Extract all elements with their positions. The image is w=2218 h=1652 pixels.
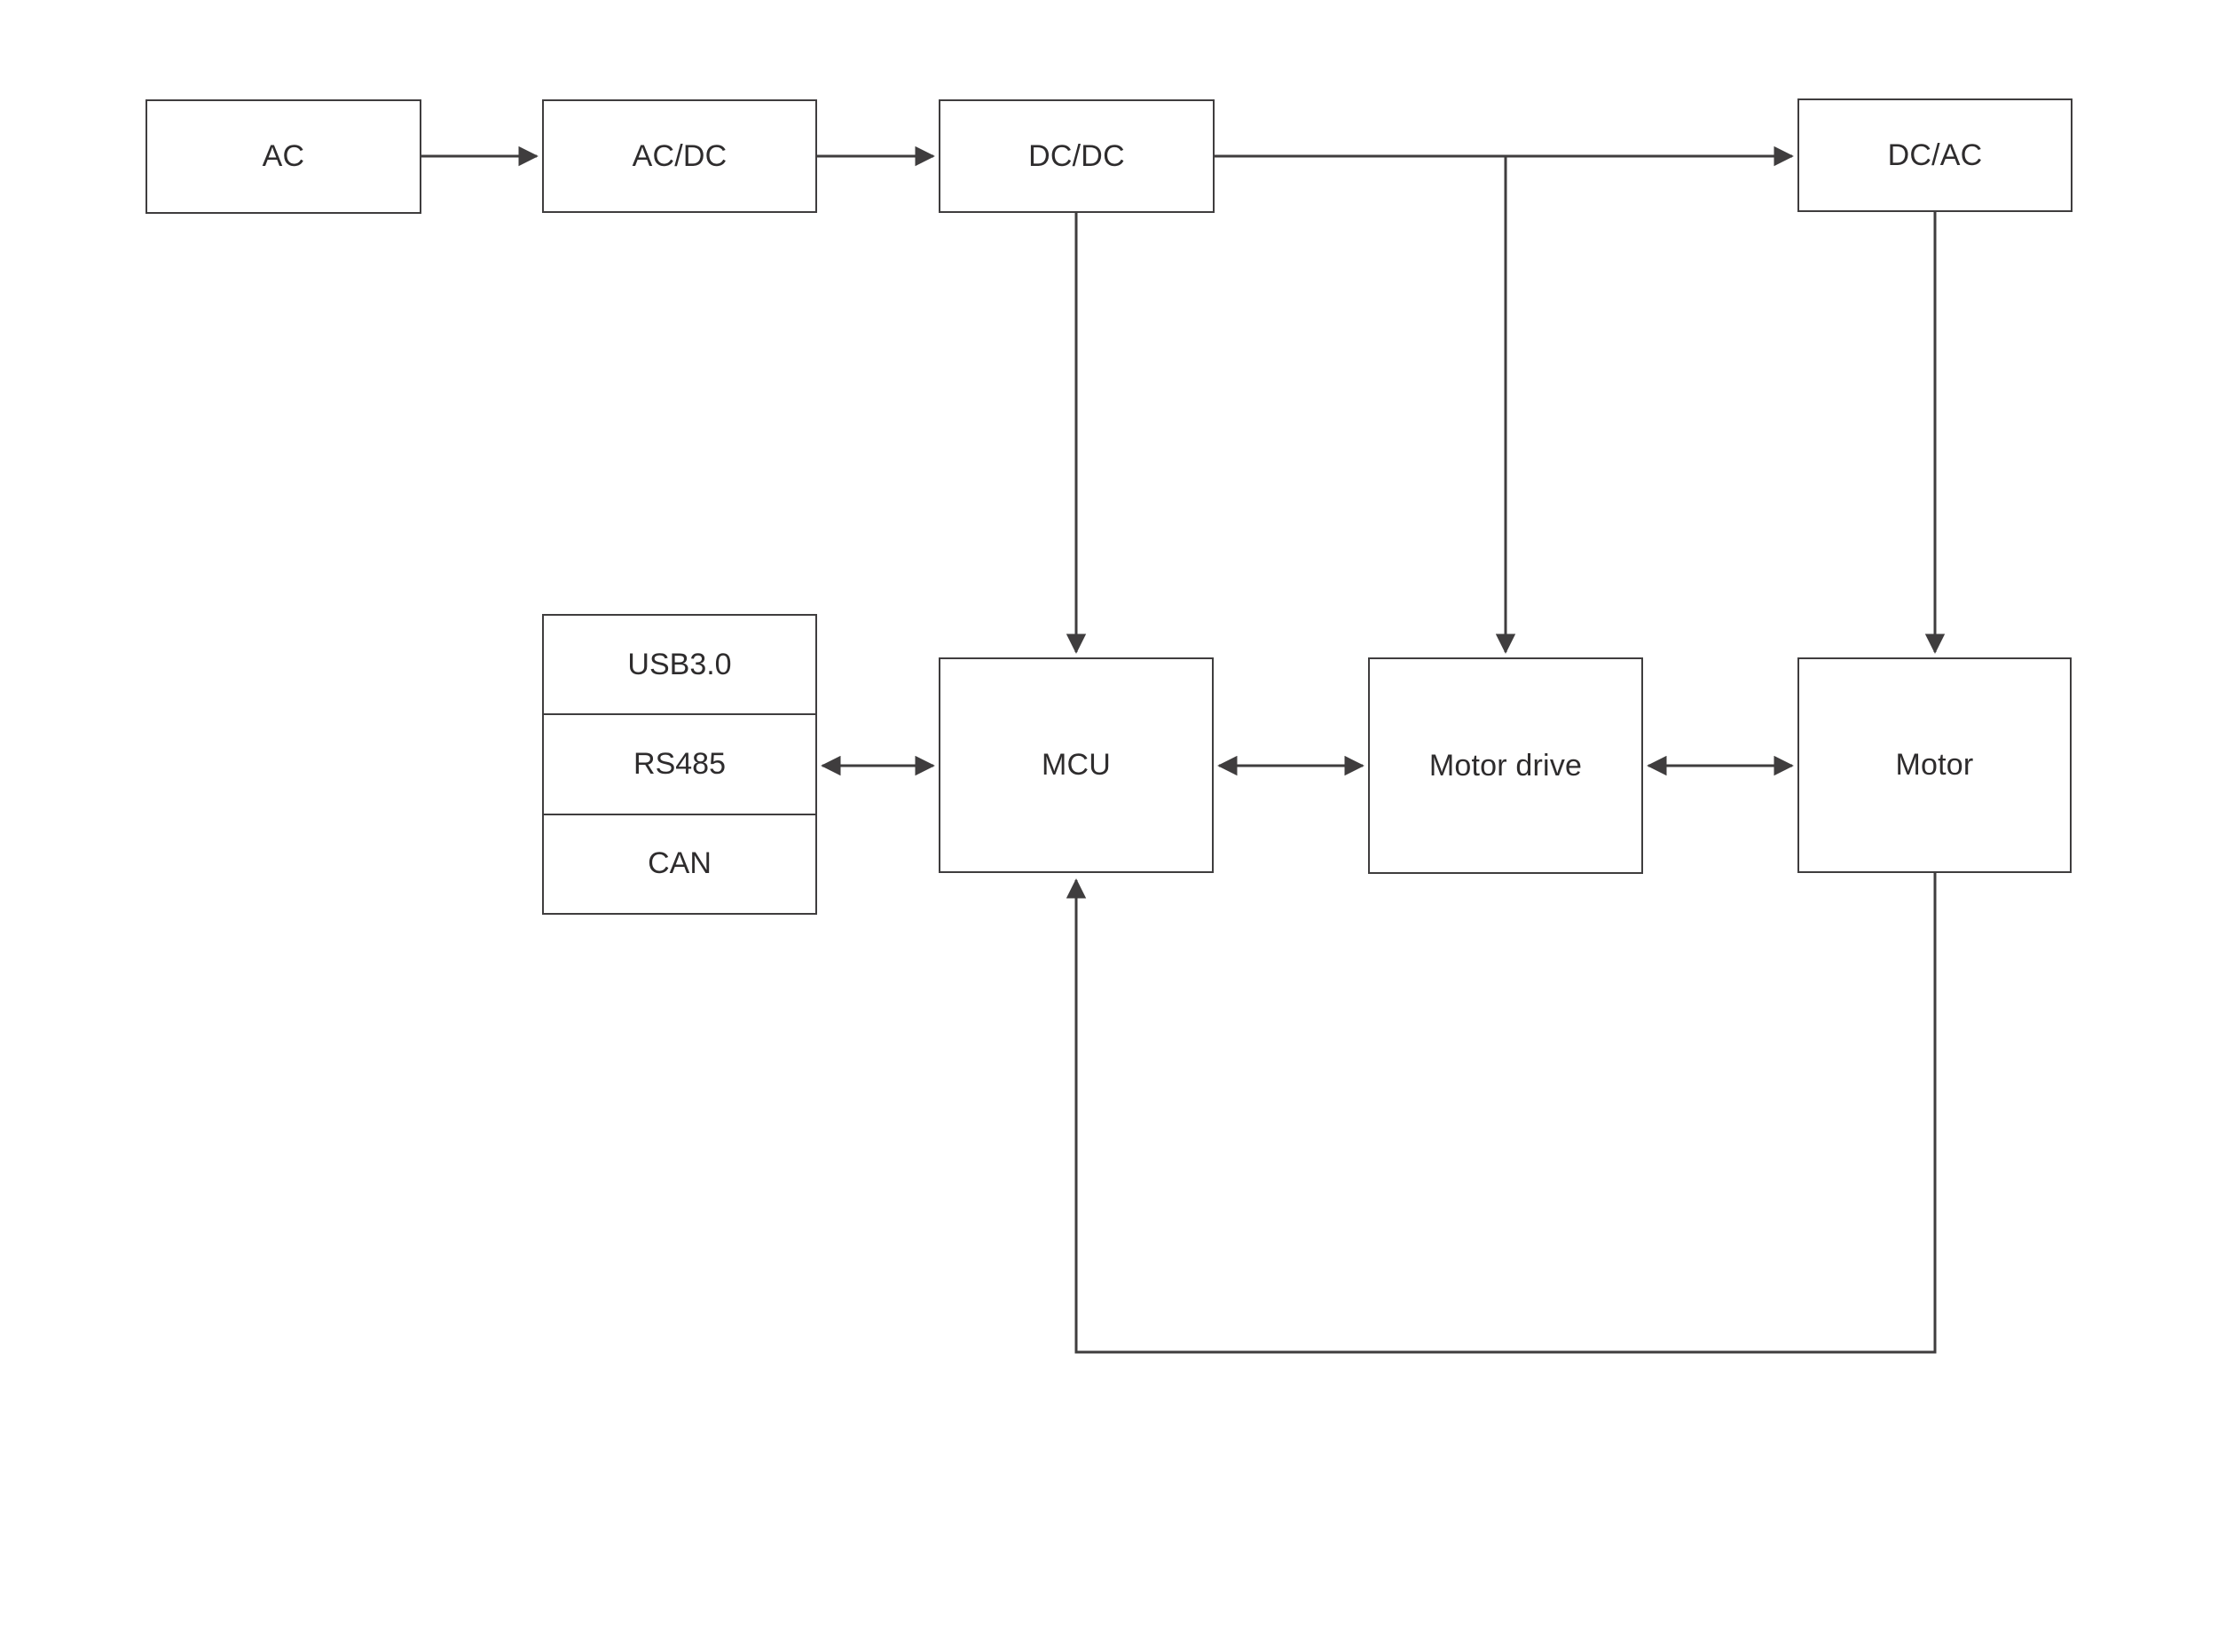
- interface-cell-rs485[interactable]: RS485: [544, 715, 815, 815]
- block-mcu[interactable]: MCU: [939, 657, 1214, 873]
- connector-motor-feedback-to-mcu: [1066, 873, 1937, 1354]
- interface-cell-usb3[interactable]: USB3.0: [544, 616, 815, 716]
- block-dcdc-label: DC/DC: [1028, 138, 1125, 173]
- block-dcac-label: DC/AC: [1887, 138, 1983, 172]
- block-dcdc[interactable]: DC/DC: [939, 99, 1215, 213]
- block-motor[interactable]: Motor: [1797, 657, 2072, 873]
- block-motor-drive[interactable]: Motor drive: [1368, 657, 1643, 874]
- block-motor-label: Motor: [1895, 748, 1974, 782]
- block-ac-label: AC: [262, 139, 305, 173]
- block-mcu-label: MCU: [1041, 748, 1112, 782]
- block-acdc[interactable]: AC/DC: [542, 99, 817, 213]
- block-ac[interactable]: AC: [146, 99, 421, 214]
- interface-cell-rs485-label: RS485: [633, 746, 726, 781]
- interface-cell-usb3-label: USB3.0: [627, 647, 732, 681]
- interface-cell-can[interactable]: CAN: [544, 815, 815, 913]
- interface-cell-can-label: CAN: [648, 846, 712, 881]
- block-dcac[interactable]: DC/AC: [1797, 98, 2072, 212]
- block-motor-drive-label: Motor drive: [1428, 748, 1583, 783]
- interface-stack: USB3.0 RS485 CAN: [542, 614, 817, 915]
- block-acdc-label: AC/DC: [632, 138, 728, 173]
